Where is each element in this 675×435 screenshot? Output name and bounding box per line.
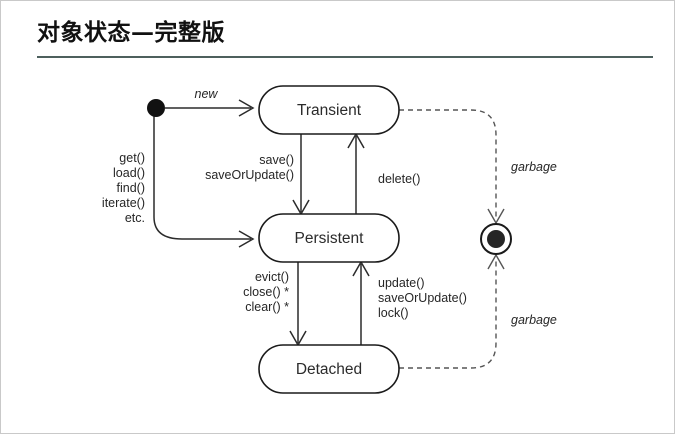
get-load-find-arrowhead bbox=[238, 230, 255, 248]
persistent-label: Persistent bbox=[295, 230, 365, 247]
detached-label: Detached bbox=[296, 361, 362, 378]
state-node-transient[interactable]: Transient bbox=[258, 85, 400, 135]
find-label: find() bbox=[117, 181, 145, 195]
load-label: load() bbox=[113, 166, 145, 180]
transition-evict-close-clear: evict() close() * clear() * bbox=[243, 262, 307, 347]
final-state-node-icon[interactable] bbox=[480, 223, 512, 255]
initial-state-node-icon[interactable] bbox=[147, 99, 165, 117]
get-label: get() bbox=[119, 151, 145, 165]
transition-update-lock: update() saveOrUpdate() lock() bbox=[352, 260, 467, 345]
etc-label: etc. bbox=[125, 211, 145, 225]
garbage-top-label: garbage bbox=[511, 160, 557, 174]
transition-delete: delete() bbox=[347, 132, 420, 214]
transition-garbage-detached: garbage bbox=[399, 253, 557, 369]
title-block: 对象状态—完整版 bbox=[37, 13, 653, 58]
state-diagram-area: new get() load() find() iterate() etc. s… bbox=[1, 69, 675, 435]
close-label: close() * bbox=[243, 285, 289, 299]
transition-garbage-transient: garbage bbox=[399, 109, 557, 225]
delete-label: delete() bbox=[378, 172, 420, 186]
evict-label: evict() bbox=[255, 270, 289, 284]
uml-state-diagram: new get() load() find() iterate() etc. s… bbox=[102, 85, 557, 394]
garbage-top-edge-line bbox=[399, 109, 497, 219]
state-node-detached[interactable]: Detached bbox=[258, 344, 400, 394]
detached-box[interactable] bbox=[258, 344, 400, 394]
clear-label: clear() * bbox=[245, 300, 289, 314]
get-load-find-edge-line bbox=[153, 115, 251, 240]
state-node-persistent[interactable]: Persistent bbox=[258, 213, 400, 263]
transient-label: Transient bbox=[297, 102, 362, 119]
new-label: new bbox=[195, 87, 219, 101]
iterate-label: iterate() bbox=[102, 196, 145, 210]
final-state-inner-disc bbox=[487, 230, 505, 248]
page-title: 对象状态—完整版 bbox=[37, 19, 225, 46]
persistent-box[interactable] bbox=[258, 213, 400, 263]
transient-box[interactable] bbox=[258, 85, 400, 135]
title-divider bbox=[37, 56, 653, 58]
transition-new: new bbox=[165, 87, 255, 117]
lock-label: lock() bbox=[378, 306, 409, 320]
garbage-bottom-edge-line bbox=[399, 259, 497, 369]
garbage-bottom-label: garbage bbox=[511, 313, 557, 327]
update-label: update() bbox=[378, 276, 425, 290]
save-or-update-bottom-label: saveOrUpdate() bbox=[378, 291, 467, 305]
save-or-update-top-label: saveOrUpdate() bbox=[205, 168, 294, 182]
transition-get-load-find: get() load() find() iterate() etc. bbox=[102, 115, 255, 248]
new-arrowhead bbox=[238, 99, 255, 117]
transition-save: save() saveOrUpdate() bbox=[205, 134, 310, 216]
save-label: save() bbox=[259, 153, 294, 167]
